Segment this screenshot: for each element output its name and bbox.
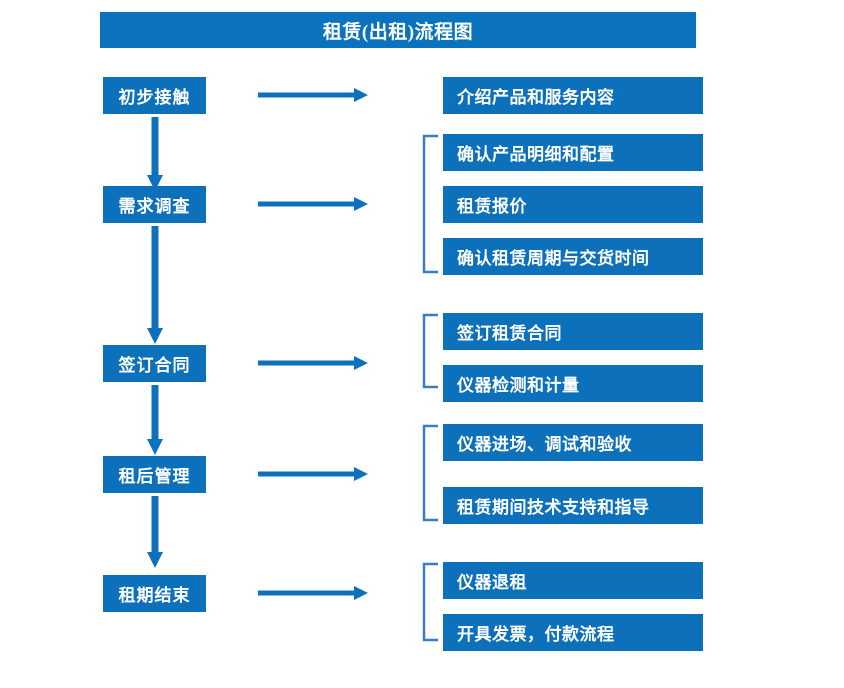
- detail-box-9[interactable]: 仪器退租: [443, 562, 703, 599]
- arrow-right-1: [258, 85, 368, 105]
- group-bracket-5: [422, 562, 440, 642]
- detail-box-7[interactable]: 仪器进场、调试和验收: [443, 424, 703, 461]
- arrow-right-2: [258, 194, 368, 214]
- stage-box-3[interactable]: 签订合同: [103, 345, 206, 382]
- detail-box-1[interactable]: 介绍产品和服务内容: [443, 77, 703, 114]
- stage-box-1[interactable]: 初步接触: [103, 77, 206, 114]
- arrow-down-2: [143, 226, 167, 344]
- stage-box-4[interactable]: 租后管理: [103, 456, 206, 493]
- detail-box-4[interactable]: 确认租赁周期与交货时间: [443, 238, 703, 275]
- detail-box-2[interactable]: 确认产品明细和配置: [443, 134, 703, 171]
- arrow-down-1: [143, 117, 167, 191]
- group-bracket-2: [422, 134, 440, 274]
- detail-box-10[interactable]: 开具发票，付款流程: [443, 614, 703, 651]
- detail-box-3[interactable]: 租赁报价: [443, 186, 703, 223]
- group-bracket-4: [422, 424, 440, 522]
- stage-box-5[interactable]: 租期结束: [103, 575, 206, 612]
- arrow-right-4: [258, 464, 368, 484]
- arrow-down-3: [143, 385, 167, 455]
- arrow-right-3: [258, 353, 368, 373]
- arrow-right-5: [258, 583, 368, 603]
- group-bracket-3: [422, 313, 440, 389]
- detail-box-6[interactable]: 仪器检测和计量: [443, 365, 703, 402]
- page-title: 租赁(出租)流程图: [100, 12, 696, 48]
- arrow-down-4: [143, 496, 167, 568]
- stage-box-2[interactable]: 需求调查: [103, 186, 206, 223]
- detail-box-8[interactable]: 租赁期间技术支持和指导: [443, 487, 703, 524]
- detail-box-5[interactable]: 签订租赁合同: [443, 313, 703, 350]
